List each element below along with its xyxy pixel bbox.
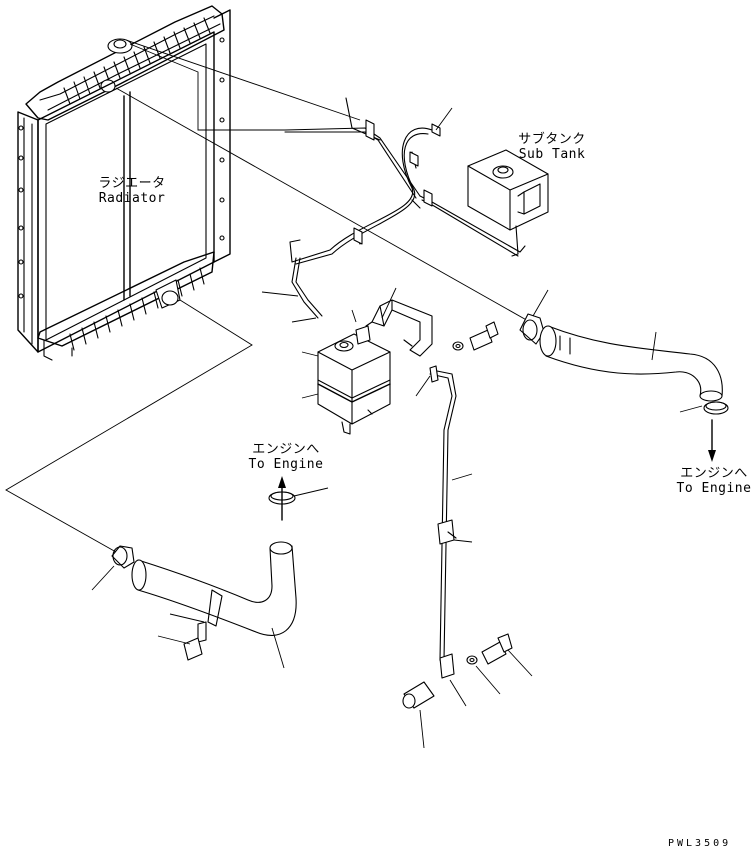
drawing-code: PWL3509 xyxy=(668,838,732,849)
radiator-label: ラジエータ Radiator xyxy=(96,176,168,206)
radiator xyxy=(17,5,231,361)
part-leaders xyxy=(91,107,703,749)
radiator-label-jp: ラジエータ xyxy=(98,176,166,191)
reserve-tank xyxy=(317,325,391,435)
radiator-label-en: Radiator xyxy=(98,191,166,206)
assembly-lines xyxy=(5,39,531,553)
subtank-label: サブタンク Sub Tank xyxy=(512,132,592,162)
to-engine-right-jp: エンジンへ xyxy=(680,466,748,481)
to-engine-left-jp: エンジンへ xyxy=(252,442,320,457)
to-engine-arrow-left xyxy=(278,476,286,521)
to-engine-label-left: エンジンへ To Engine xyxy=(244,442,328,472)
sub-tank xyxy=(467,149,549,257)
drain-tube xyxy=(402,365,513,709)
to-engine-left-en: To Engine xyxy=(248,457,324,472)
to-engine-arrow-right xyxy=(708,419,716,462)
overflow-tubes xyxy=(284,97,526,319)
to-engine-label-right: エンジンへ To Engine xyxy=(674,466,754,496)
to-engine-right-en: To Engine xyxy=(676,481,752,496)
subtank-label-en: Sub Tank xyxy=(518,147,586,162)
subtank-label-jp: サブタンク xyxy=(518,132,586,147)
lower-hose xyxy=(111,491,297,661)
upper-hose xyxy=(519,313,729,415)
bracket xyxy=(365,299,499,357)
